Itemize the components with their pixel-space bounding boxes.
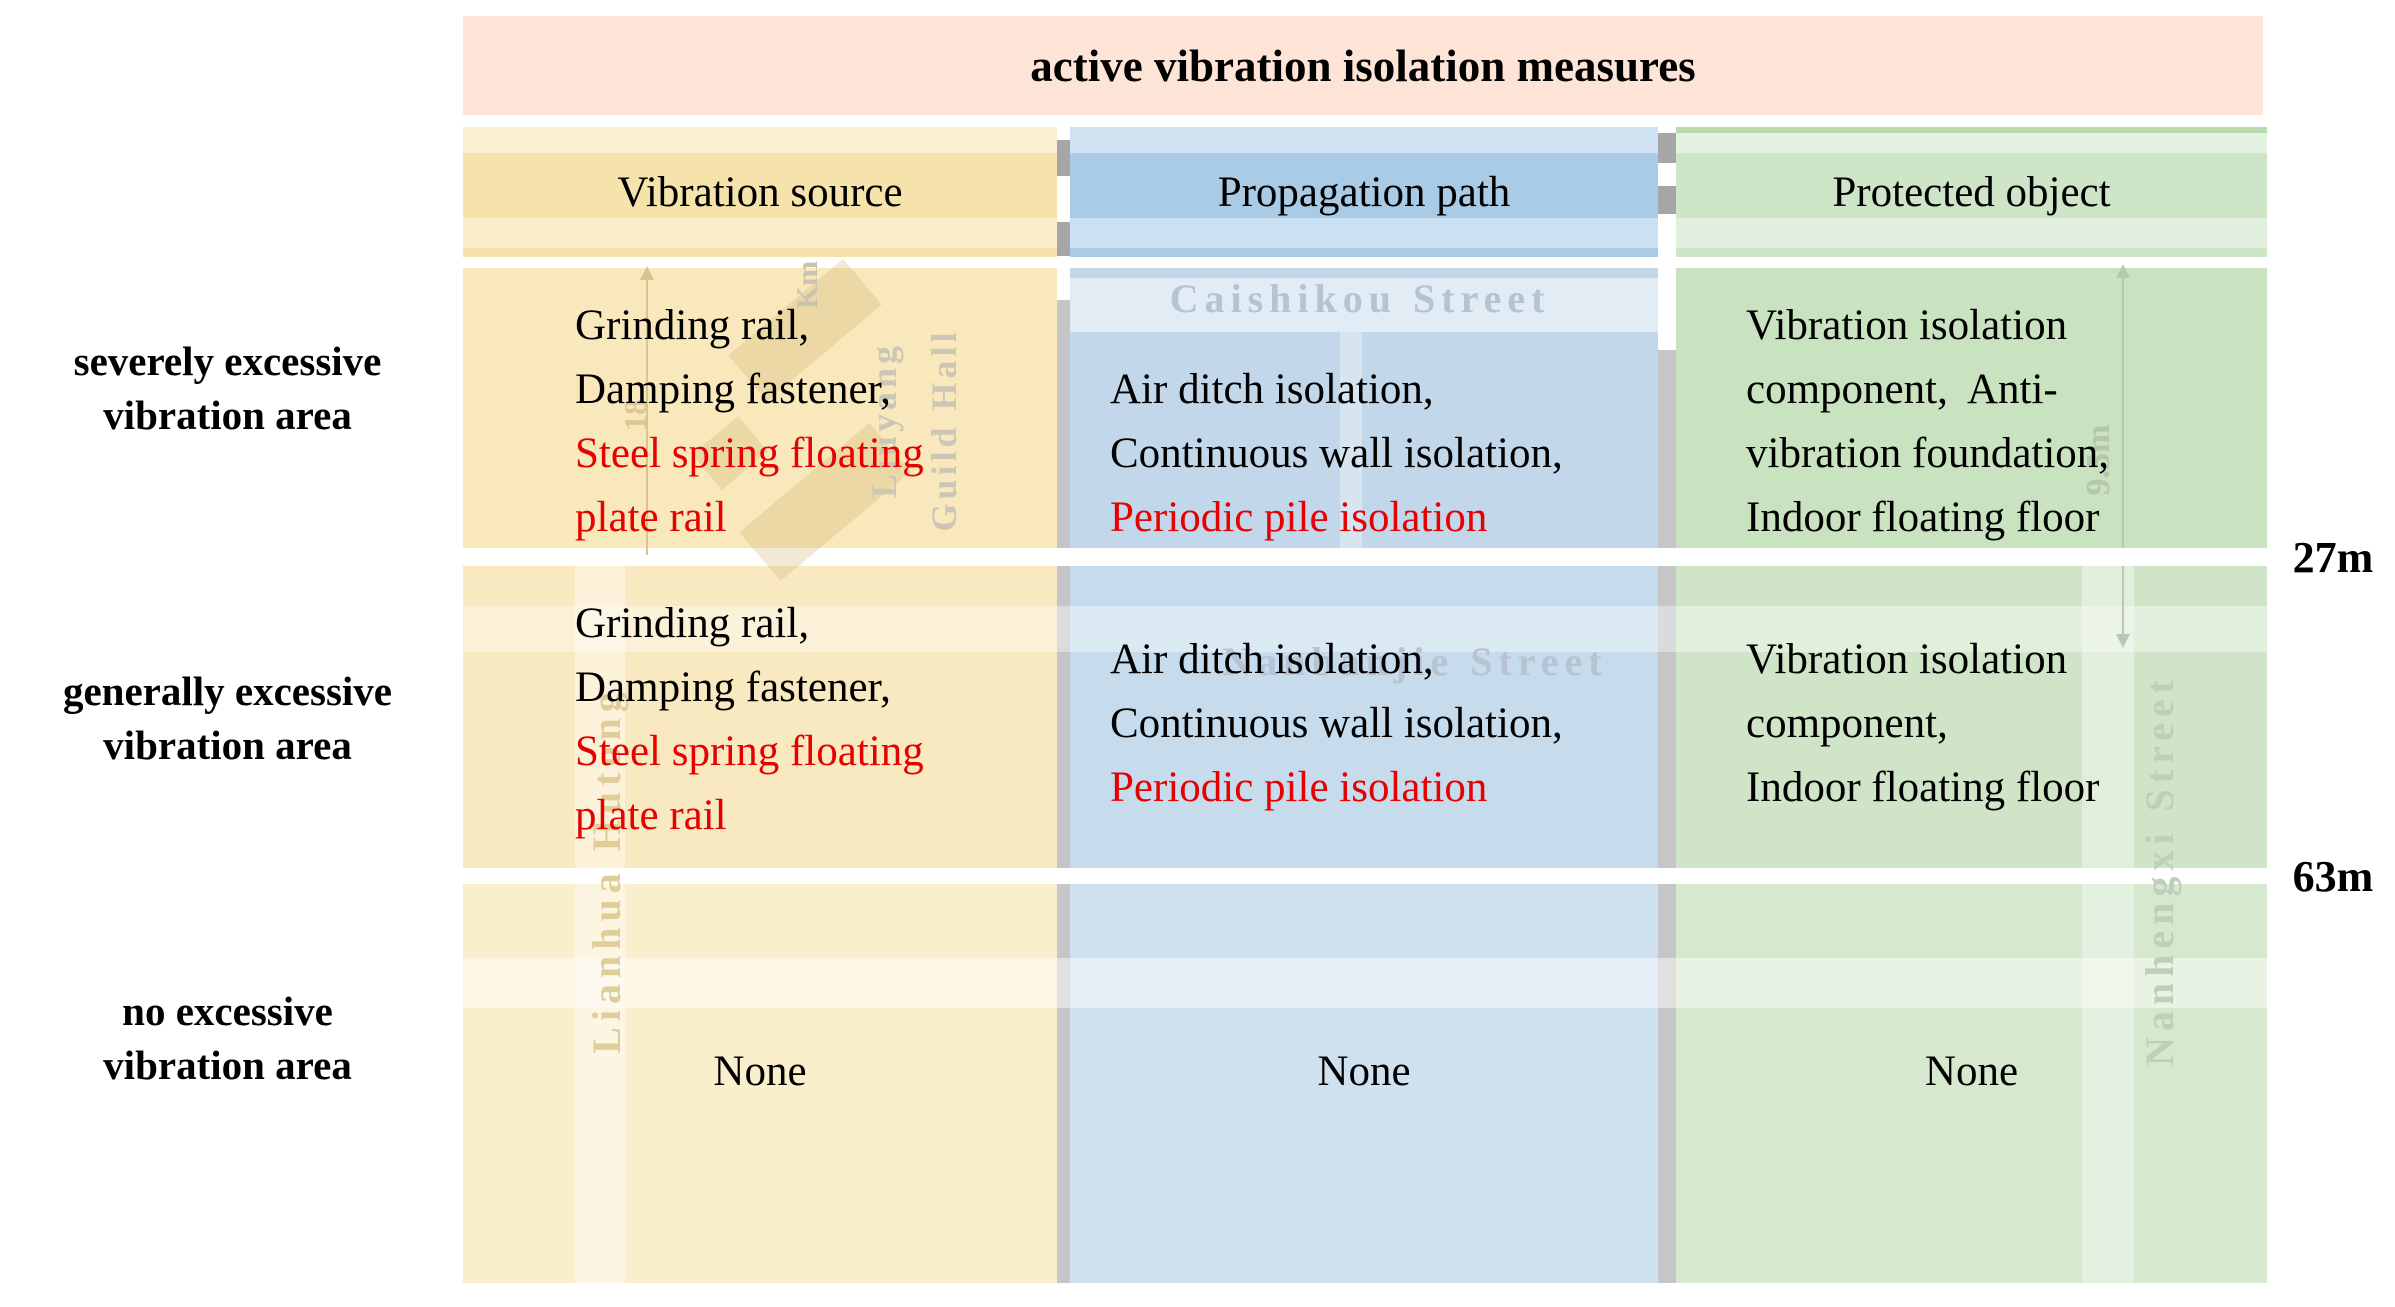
measure-highlighted: Steel spring floating [575, 728, 924, 775]
separator-strip [1658, 566, 1676, 868]
measure-highlighted: Periodic pile isolation [1110, 764, 1488, 811]
separator-strip [1057, 884, 1070, 1283]
measure-highlighted: plate rail [575, 792, 727, 839]
row-label-line: no excessive [122, 988, 333, 1034]
cell-bg-severe-source [463, 268, 1057, 548]
arrow-up-icon [2116, 264, 2130, 278]
separator-strip [1658, 884, 1676, 1283]
measure-text: Air ditch isolation, [1110, 636, 1434, 683]
column-header-protected-object: Protected object [1676, 127, 2267, 257]
separator-strip [1057, 300, 1070, 548]
map-road-horizontal [463, 958, 2267, 1008]
cell-general-propagation-path: Air ditch isolation, Continuous wall isol… [1070, 566, 1658, 868]
separator-block [1658, 133, 1676, 163]
measure-highlighted: Periodic pile isolation [1110, 494, 1488, 541]
map-measure-line [2122, 566, 2124, 638]
measure-text: Air ditch isolation, [1110, 366, 1434, 413]
cell-bg-none-path [1070, 884, 1658, 1283]
map-road-caishikou [1070, 278, 1658, 332]
measure-text: Indoor floating floor [1746, 764, 2100, 811]
cell-bg-general-object [1676, 566, 2267, 868]
cell-severe-protected-object: Vibration isolation component, Anti-vibra… [1676, 268, 2267, 548]
measure-text: component, [1746, 700, 1948, 747]
row-label-generally-excessive: generally excessive vibration area [0, 664, 455, 772]
separator-block [1658, 186, 1676, 214]
measure-text: Continuous wall isolation, [1110, 700, 1563, 747]
arrow-down-icon [2116, 634, 2130, 648]
measure-text: None [1317, 1048, 1411, 1095]
map-road-nanhengxi [2082, 566, 2134, 1283]
measure-text: Damping fastener, [575, 366, 891, 413]
row-label-line: vibration area [103, 1042, 352, 1088]
cell-general-protected-object: Vibration isolation component, Indoor floa… [1676, 566, 2267, 868]
row-label-line: severely excessive [73, 338, 382, 384]
column-header-label: Protected object [1832, 168, 2111, 216]
separator-strip [1057, 566, 1070, 868]
cell-none-propagation-path: None [1070, 884, 1658, 1283]
cell-bg-general-path [1070, 566, 1658, 868]
cell-none-vibration-source: None [463, 884, 1057, 1283]
separator-block [1057, 140, 1070, 176]
column-header-vibration-source: Vibration source [463, 127, 1057, 257]
measure-text: None [1924, 1048, 2019, 1095]
cell-bg-none-source [463, 884, 1057, 1283]
row-label-line: vibration area [103, 722, 352, 768]
cell-bg-general-source [463, 566, 1057, 868]
column-header-label: Propagation path [1217, 168, 1511, 216]
figure-title: active vibration isolation measures [1030, 40, 1696, 91]
map-label-nanbanjie-street: Nanbanjie Street [1222, 639, 1608, 684]
measure-text: Grinding rail, [575, 600, 810, 647]
separator-block [1057, 222, 1070, 256]
measure-highlighted: Steel spring floating [575, 430, 924, 477]
cell-severe-vibration-source: Grinding rail, Damping fastener, Steel spr… [463, 268, 1057, 548]
cell-bg-none-object [1676, 884, 2267, 1283]
map-measure-line [646, 272, 648, 555]
figure-title-bar: active vibration isolation measures [463, 16, 2263, 115]
map-road-vertical-short [1340, 332, 1362, 548]
cell-none-protected-object: None [1676, 884, 2267, 1283]
row-label-no-excessive: no excessive vibration area [0, 984, 455, 1092]
column-header-label: Vibration source [617, 168, 903, 216]
cell-general-vibration-source: Grinding rail, Damping fastener, Steel spr… [463, 566, 1057, 868]
measure-text: Vibration isolation [1746, 636, 2068, 683]
measure-text: Vibration isolation [1746, 302, 2068, 349]
map-road-lianhua [575, 566, 625, 1283]
measure-text: vibration foundation, [1746, 430, 2110, 477]
distance-marker-27m: 27m [2292, 533, 2374, 582]
separator-strip [1658, 350, 1676, 548]
map-road-nanbanjie [463, 606, 2267, 652]
arrow-up-icon [640, 266, 654, 280]
cell-severe-propagation-path: Air ditch isolation, Continuous wall isol… [1070, 268, 1658, 548]
measure-text: component, Anti- [1746, 366, 2058, 413]
header-edge-strip [1676, 127, 2267, 133]
measure-text: Grinding rail, [575, 302, 810, 349]
row-label-line: vibration area [103, 392, 352, 438]
measure-text: Continuous wall isolation, [1110, 430, 1563, 477]
measure-text: None [713, 1048, 807, 1095]
map-measure-line [2122, 270, 2124, 548]
cell-bg-severe-object [1676, 268, 2267, 548]
measure-highlighted: plate rail [575, 494, 727, 541]
measure-text: Damping fastener, [575, 664, 891, 711]
row-label-severely-excessive: severely excessive vibration area [0, 334, 455, 442]
distance-marker-63m: 63m [2292, 852, 2374, 901]
map-label-caishikou-street: Caishikou Street [1169, 276, 1551, 321]
measure-text: Indoor floating floor [1746, 494, 2100, 541]
column-header-propagation-path: Propagation path [1070, 127, 1658, 257]
row-label-line: generally excessive [62, 668, 393, 714]
